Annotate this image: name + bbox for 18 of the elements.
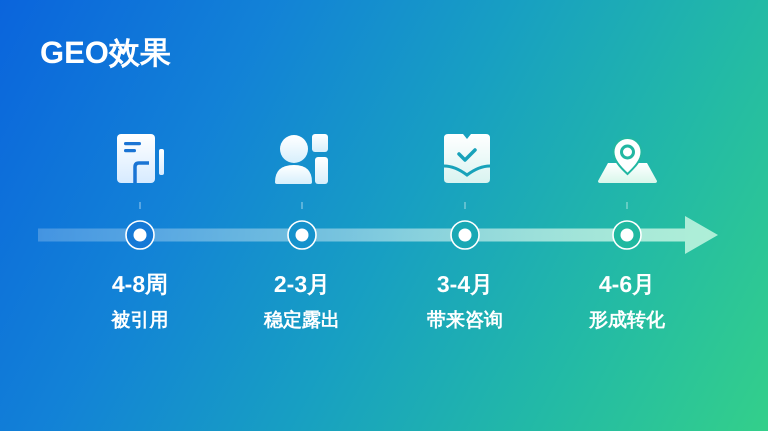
title: GEO效果 [40, 37, 171, 68]
timeline-bar [478, 228, 614, 242]
duration-label: 4-8周 [112, 272, 168, 298]
timeline-bar [38, 228, 127, 242]
timeline-bar [315, 228, 452, 242]
milestone-label: 带来咨询 [427, 311, 503, 332]
timeline-bar [153, 228, 289, 242]
timeline-circle [612, 220, 642, 250]
timeline-circle [450, 220, 480, 250]
duration-label: 3-4月 [436, 272, 494, 298]
timeline-circle [287, 220, 317, 250]
milestone-label: 被引用 [112, 311, 168, 332]
timeline-circle [125, 220, 155, 250]
duration-label: 4-6月 [598, 272, 656, 298]
duration-label: 2-3月 [274, 272, 330, 298]
milestone-label: 形成转化 [589, 311, 665, 332]
milestone-label: 稳定露出 [264, 311, 340, 332]
timeline-arrow [640, 216, 718, 254]
